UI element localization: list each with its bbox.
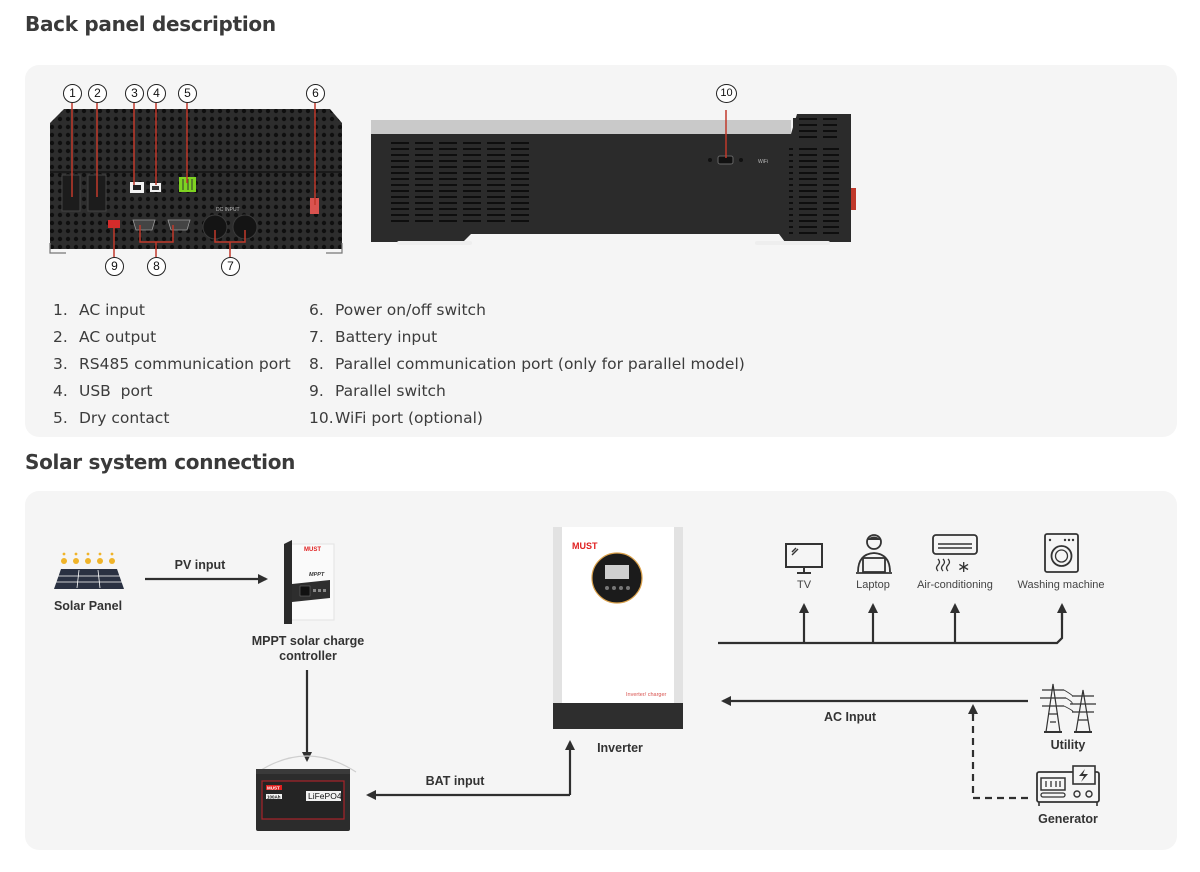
svg-text:MUST: MUST xyxy=(267,786,280,791)
ac-input-terminal xyxy=(61,174,81,212)
port-list-item: 5.Dry contact xyxy=(53,409,170,427)
callout-9: 9 xyxy=(105,257,124,276)
battery-handle xyxy=(257,755,357,773)
port-list-item: 2.AC output xyxy=(53,328,157,346)
inverter-side-view: WiFi xyxy=(371,110,856,245)
mppt-controller-image: MUST MPPT xyxy=(284,540,335,624)
load-bus xyxy=(718,608,1064,645)
inverter-caption: Inverter/ charger xyxy=(626,692,667,698)
port-list-item: 8.Parallel communication port (only for … xyxy=(309,355,745,373)
load-label-air-conditioning: Air-conditioning xyxy=(917,579,993,591)
side-power-switch xyxy=(851,188,856,210)
port-list-left: 1.AC input 2.AC output 3.RS485 communica… xyxy=(53,297,291,432)
callout-5: 5 xyxy=(178,84,197,103)
svg-text:MUST: MUST xyxy=(304,547,321,553)
callout-4: 4 xyxy=(147,84,166,103)
utility-tower-icon xyxy=(1040,683,1096,733)
section-title-solar-connection: Solar system connection xyxy=(25,450,296,474)
callout-3: 3 xyxy=(125,84,144,103)
inverter-label: Inverter xyxy=(597,741,643,755)
ac-input-label: AC Input xyxy=(823,710,877,724)
section-title-back-panel: Back panel description xyxy=(25,12,276,36)
side-top-rail xyxy=(371,120,791,134)
svg-text:MPPT: MPPT xyxy=(309,572,325,578)
air-conditioner-icon: ∗ xyxy=(932,534,978,575)
svg-text:100Ah: 100Ah xyxy=(267,794,281,799)
pv-input-label: PV input xyxy=(174,558,226,572)
utility-label: Utility xyxy=(1050,738,1086,752)
tv-icon xyxy=(785,543,823,574)
callout-1: 1 xyxy=(63,84,82,103)
inverter-rear-view: DC INPUT xyxy=(49,103,343,257)
port-list-item: 4.USB port xyxy=(53,382,153,400)
laptop-user-icon xyxy=(856,534,892,574)
parallel-switch xyxy=(108,220,120,228)
washing-machine-icon xyxy=(1044,533,1079,573)
callout-8: 8 xyxy=(147,257,166,276)
load-label-tv: TV xyxy=(796,579,812,591)
generator-icon xyxy=(1036,765,1100,806)
callout-10: 10 xyxy=(716,84,737,103)
port-list-item: 7.Battery input xyxy=(309,328,438,346)
generator-label: Generator xyxy=(1038,812,1098,826)
load-label-laptop: Laptop xyxy=(856,579,890,591)
load-label-washing-machine: Washing machine xyxy=(1017,579,1105,591)
svg-text:∗: ∗ xyxy=(957,557,970,575)
port-list-item: 1.AC input xyxy=(53,301,145,319)
callout-2: 2 xyxy=(88,84,107,103)
svg-text:MUST: MUST xyxy=(572,541,598,551)
battery-chem-mark: LiFePO4 xyxy=(308,791,342,801)
port-list-item: 6.Power on/off switch xyxy=(309,301,486,319)
dc-input-mark: DC INPUT xyxy=(216,207,240,213)
solar-panel-label: Solar Panel xyxy=(53,599,123,613)
generator-dashed-line xyxy=(971,710,1028,800)
power-switch xyxy=(310,198,319,214)
port-list-item: 9.Parallel switch xyxy=(309,382,446,400)
callout-6: 6 xyxy=(306,84,325,103)
callout-7: 7 xyxy=(221,257,240,276)
bat-input-label: BAT input xyxy=(425,774,485,788)
mppt-label: MPPT solar charge controller xyxy=(251,634,365,663)
port-list-item: 10.WiFi port (optional) xyxy=(309,409,483,427)
port-list-right: 6.Power on/off switch 7.Battery input 8.… xyxy=(309,297,745,432)
parallel-port-a xyxy=(132,219,156,231)
port-list-item: 3.RS485 communication port xyxy=(53,355,291,373)
inverter-image: MUST Inverter/ charger xyxy=(553,527,683,729)
wifi-mark: WiFi xyxy=(758,159,768,165)
solar-panel-icon xyxy=(54,552,124,589)
battery-image: MUST 100Ah LiFePO4 xyxy=(256,769,350,831)
